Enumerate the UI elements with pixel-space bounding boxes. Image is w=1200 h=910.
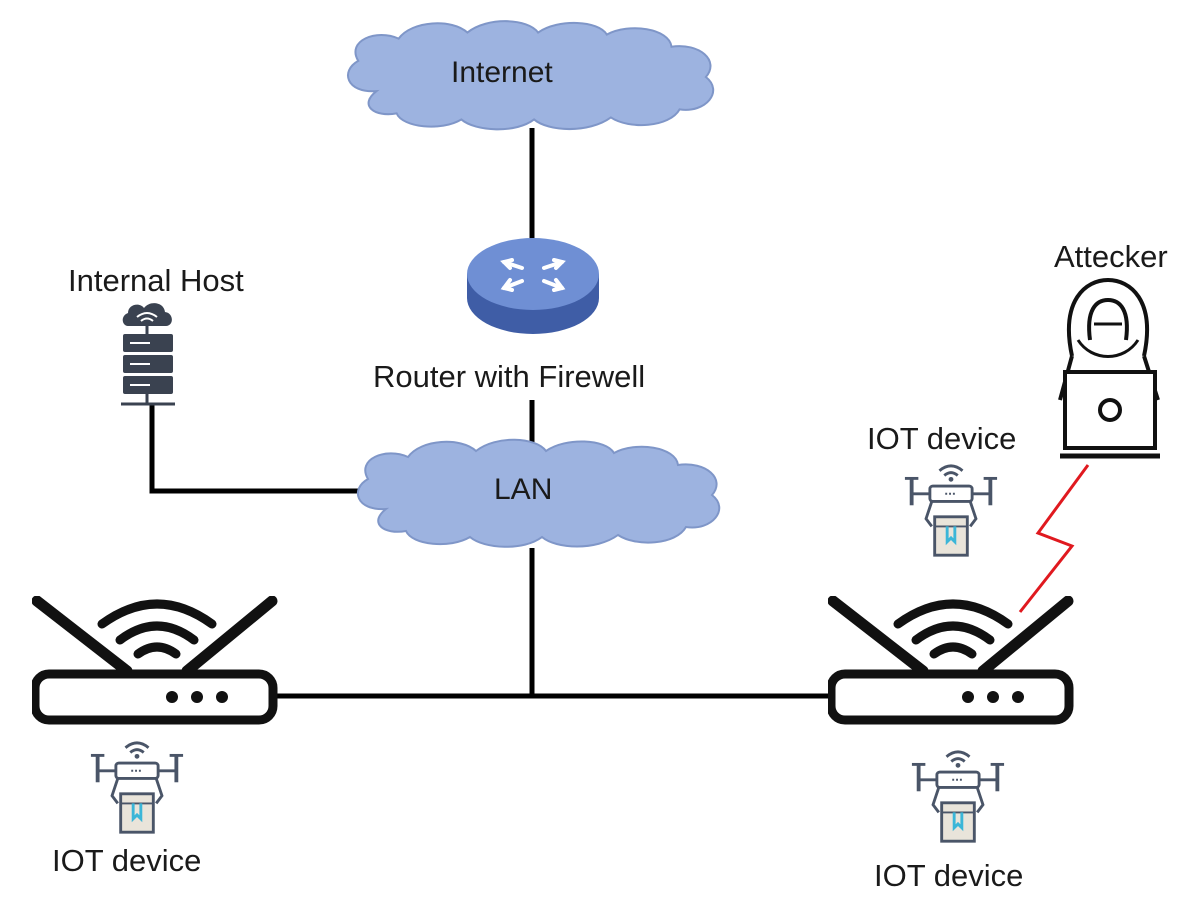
wireless-router-right-icon — [831, 601, 1069, 720]
router-firewall-icon — [467, 238, 599, 334]
drone-bottom-left-icon — [89, 740, 185, 835]
iot-device-bottom-right-label: IOT device — [874, 858, 1024, 893]
internet-label: Internet — [451, 56, 553, 89]
links — [149, 128, 1090, 699]
attacker-label: Attecker — [1054, 239, 1168, 274]
lan-label: LAN — [494, 473, 553, 506]
iot-device-top-right-label: IOT device — [867, 421, 1017, 456]
router-label: Router with Firewell — [373, 359, 646, 394]
wireless-router-left-icon — [35, 601, 273, 720]
attack-link — [1018, 464, 1090, 613]
drone-bottom-right-icon — [910, 749, 1006, 844]
cloud-server-icon — [121, 303, 175, 406]
drone-top-right-icon — [903, 463, 999, 558]
iot-device-bottom-left-label: IOT device — [52, 843, 202, 878]
link-host-lan — [149, 405, 358, 494]
internal-host-label: Internal Host — [68, 263, 244, 298]
hooded-hacker-laptop-icon — [1058, 277, 1160, 459]
